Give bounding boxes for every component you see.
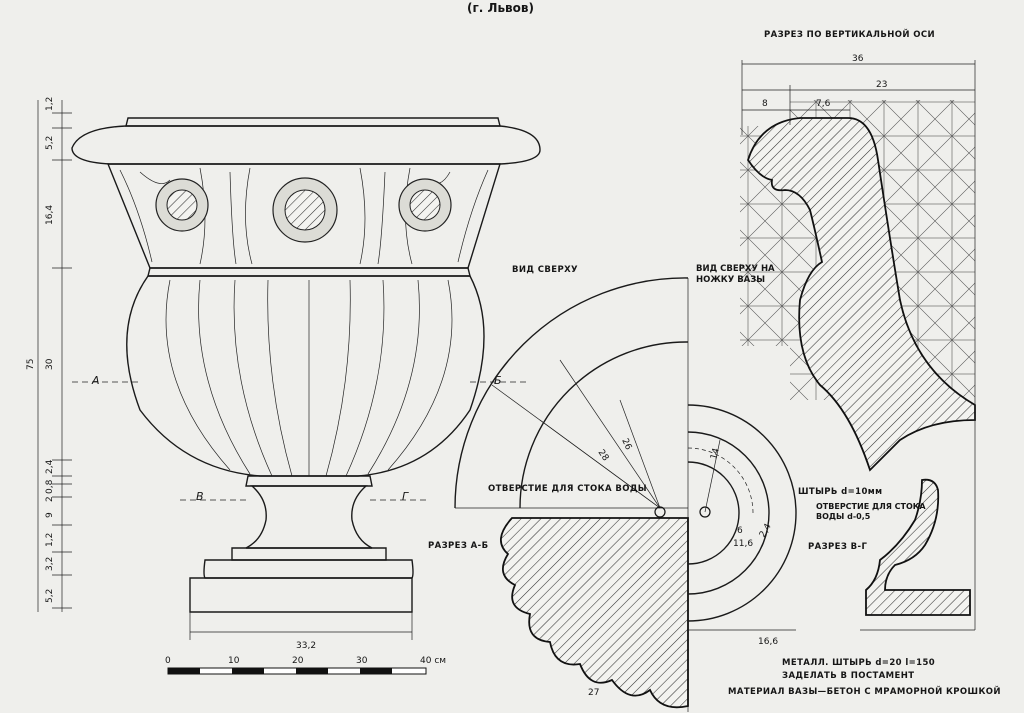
dim-foot-2-4: 2,4: [758, 522, 774, 540]
label-section-ab: РАЗРЕЗ А-Б: [428, 541, 488, 551]
label-metal-pin: МЕТАЛЛ. ШТЫРЬ d=20 l=150: [782, 658, 935, 668]
label-top-view-foot: ВИД СВЕРХУ НА НОЖКУ ВАЗЫ: [696, 264, 775, 285]
scale-tick-10: 10: [228, 656, 240, 666]
dim-left-8: 9: [45, 512, 55, 518]
label-embed: ЗАДЕЛАТЬ В ПОСТАМЕНТ: [782, 671, 914, 681]
dim-radius-26: 26: [619, 437, 633, 452]
dim-section-23: 23: [876, 80, 887, 90]
label-drain-hole: ОТВЕРСТИЕ ДЛЯ СТОКА ВОДЫ: [488, 484, 647, 494]
foot-top-view: [687, 404, 797, 631]
vertical-section: [740, 60, 976, 631]
section-a-b: [500, 517, 689, 709]
dim-bowl-radius: 27: [588, 688, 599, 698]
section-letter-g: Г: [402, 490, 409, 503]
vase-wall-section: [747, 117, 976, 472]
dim-left-6: 0,8: [45, 479, 55, 494]
label-top-view: ВИД СВЕРХУ: [512, 265, 578, 275]
dim-foot-6: 6: [737, 526, 743, 536]
dim-section-36: 36: [852, 54, 864, 64]
sunflower-ornament: [155, 177, 452, 243]
label-section-vertical-axis: РАЗРЕЗ ПО ВЕРТИКАЛЬНОЙ ОСИ: [764, 28, 935, 40]
dim-foot-14: 14: [709, 447, 722, 461]
section-letter-b: Б: [494, 374, 502, 387]
label-pin: ШТЫРЬ d=10мм: [798, 487, 883, 497]
dim-left-2: 5,2: [45, 136, 55, 150]
section-letter-a: А: [91, 374, 100, 387]
dim-left-10: 3,2: [45, 557, 55, 571]
scale-tick-20: 20: [292, 656, 304, 666]
top-view: [454, 277, 689, 712]
scale-tick-0: 0: [165, 656, 171, 666]
scale-tick-30: 30: [356, 656, 368, 666]
dim-foot-width: 16,6: [758, 637, 778, 647]
dim-left-11: 5,2: [45, 589, 55, 603]
label-section-vg: РАЗРЕЗ В-Г: [808, 542, 867, 552]
dim-foot-11-6: 11,6: [733, 539, 753, 549]
foot-section: [865, 478, 971, 616]
label-drain-hole-small: ОТВЕРСТИЕ ДЛЯ СТОКА ВОДЫ d-0,5: [816, 502, 926, 521]
scale-bar: [167, 667, 427, 675]
dim-left-4: 30: [45, 358, 55, 370]
dim-left-3: 16,4: [45, 205, 55, 225]
dim-total-height: 75: [26, 359, 36, 370]
city-caption: (г. Львов): [467, 1, 534, 15]
scale-tick-40: 40 см: [420, 656, 446, 666]
section-letter-v: В: [196, 490, 204, 503]
dim-section-8: 8: [762, 99, 768, 109]
dim-radius-28: 28: [596, 448, 611, 463]
dim-base-width: 33,2: [296, 641, 316, 651]
vase-elevation: [37, 100, 541, 640]
label-material: МАТЕРИАЛ ВАЗЫ—БЕТОН С МРАМОРНОЙ КРОШКОЙ: [728, 685, 1001, 697]
dim-left-5: 2,4: [45, 459, 55, 474]
dim-left-7: 2: [45, 496, 55, 502]
dim-section-7-6: 7,6: [816, 99, 831, 109]
dim-left-9: 1,2: [45, 533, 55, 547]
dim-left-1: 1,2: [45, 97, 55, 111]
